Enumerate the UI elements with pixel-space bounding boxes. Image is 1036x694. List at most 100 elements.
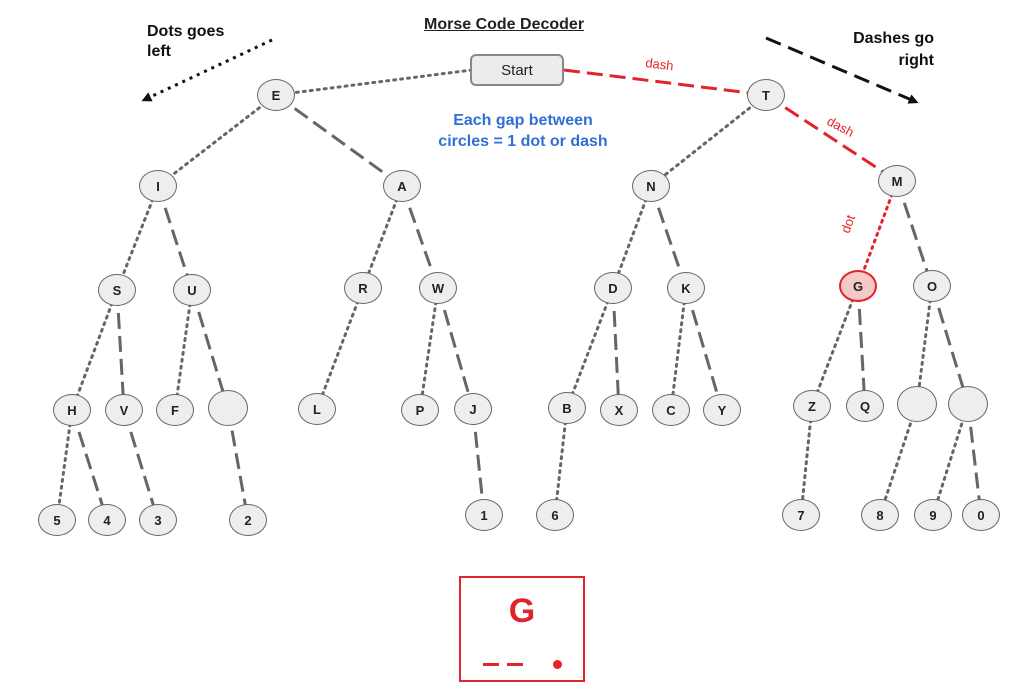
edge-G-Z [810,284,860,408]
edge-U-F [173,288,194,412]
node-t: T [747,79,785,111]
dashes-direction-note: Dashes go right [824,28,934,72]
edge-I-U [156,185,194,291]
node-y: Y [703,394,741,426]
node-n: N [632,170,670,202]
edge-I-S [115,184,160,292]
result-symbol-dash [483,663,499,666]
dots-direction-note: Dots goes left [147,22,247,62]
path-label-dot: dot [838,213,858,235]
node-v: V [105,394,143,426]
edge-D-X [611,287,621,411]
node-s: S [98,274,136,306]
edge-O-O_dot [915,284,934,406]
node-z: Z [793,390,831,422]
result-symbol-dash [507,663,523,666]
node-0: 0 [962,499,1000,531]
edge-E-I [156,93,278,188]
edge-start-T [563,68,767,97]
edge-T-N [649,93,768,188]
edge-O_dash-9 [931,402,970,517]
edge-group [55,68,983,522]
node-o-dash-empty [948,386,988,422]
node-h: H [53,394,91,426]
edge-O_dash-0 [966,403,983,516]
edge-H-5 [55,408,74,522]
node-5: 5 [38,504,76,536]
edge-H-4 [70,409,109,521]
node-1: 1 [465,499,503,531]
node-f: F [156,394,194,426]
edge-W-P [418,286,440,412]
dashes-note-line-1: Dashes go [853,30,934,47]
edge-K-C [669,286,688,412]
edge-O_dot-8 [878,402,919,517]
gap-explanation: Each gap between circles = 1 dot or dash [408,110,638,152]
node-o-dot-empty [897,386,937,422]
node-i: I [139,170,177,202]
edge-E-A [275,93,403,188]
path-label-dash-1: dash [645,55,675,73]
node-w: W [419,272,457,304]
edge-N-K [649,185,688,289]
edge-J-1 [471,408,486,516]
diagram-title: Morse Code Decoder [424,16,585,33]
gap-note-line-1: Each gap between [453,112,593,129]
result-morse-code [483,656,563,670]
node-o: O [913,270,951,302]
dots-note-line-1: Dots goes [147,23,225,40]
node-b: B [548,392,586,424]
node-r: R [344,272,382,304]
edge-O-O_dash [930,285,970,405]
edge-S-H [70,288,119,412]
node-x: X [600,394,638,426]
dashes-right-arrow [765,36,919,104]
node-m: M [878,165,916,197]
node-u: U [173,274,211,306]
gap-note-line-2: circles = 1 dot or dash [438,133,608,150]
node-4: 4 [88,504,126,536]
node-u-dash-empty [208,390,248,426]
edge-S-V [115,289,126,411]
node-3: 3 [139,504,177,536]
edge-A-W [400,185,440,289]
dots-note-line-2: left [147,43,171,60]
edge-R-L [315,286,365,411]
edge-start-E [274,68,474,97]
dashes-note-line-2: right [898,52,934,69]
edge-B-6 [553,406,569,517]
result-letter: G [508,592,536,630]
node-k: K [667,272,705,304]
node-d: D [594,272,632,304]
edge-M-G [856,179,899,288]
result-symbol-dot [553,660,562,669]
edge-U_dash-2 [226,407,250,521]
edge-D-B [565,286,615,410]
edge-W-J [436,287,475,410]
edge-M-O [895,180,934,287]
node-q: Q [846,390,884,422]
node-9: 9 [914,499,952,531]
node-l: L [298,393,336,425]
edge-A-R [361,184,404,290]
edge-U-U_dash [190,289,230,409]
edge-T-M [765,93,898,183]
node-p: P [401,394,439,426]
edge-V-3 [122,409,160,521]
node-j: J [454,393,492,425]
node-e: E [257,79,295,111]
node-8: 8 [861,499,899,531]
node-c: C [652,394,690,426]
edge-G-Q [856,285,867,407]
edge-N-D [611,184,653,290]
node-g: G [839,270,877,302]
result-box: G [459,576,585,682]
node-a: A [383,170,421,202]
edge-K-Y [684,287,724,411]
edge-Z-7 [799,404,814,517]
node-7: 7 [782,499,820,531]
node-2: 2 [229,504,267,536]
start-node: Start [470,54,564,86]
